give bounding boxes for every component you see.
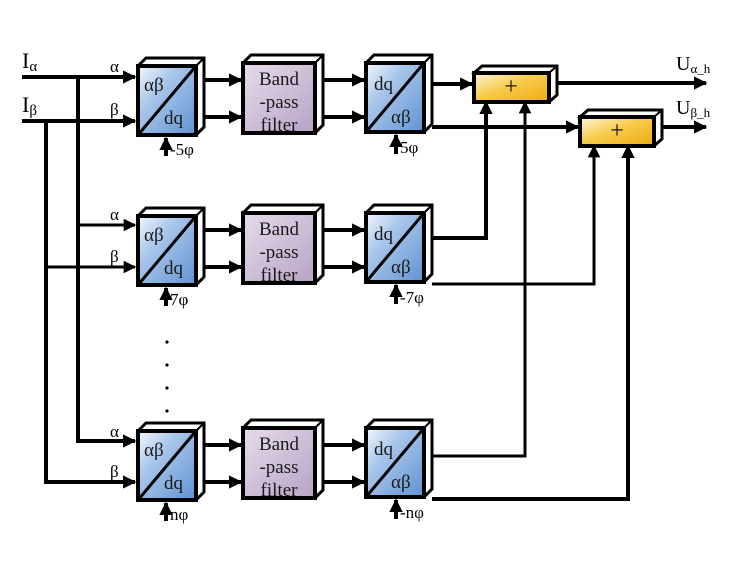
inverse-angle-label: -7φ — [400, 288, 424, 307]
plus-icon: + — [610, 118, 624, 144]
dot — [165, 386, 169, 390]
diagonal-divider — [364, 427, 426, 498]
filter-label-line1: Band — [259, 219, 300, 240]
input-wiring — [22, 70, 137, 489]
row2-alpha-to-sum — [432, 100, 493, 240]
summer-alpha-block — [472, 71, 551, 104]
filter-label-line2: -pass — [259, 92, 298, 113]
diagonal-divider — [136, 215, 198, 286]
row3-beta-to-sum — [432, 144, 635, 501]
park-top-label: αβ — [144, 440, 164, 461]
inverse-angle-label: 5φ — [400, 138, 419, 157]
filter-label-line3: filter — [261, 265, 299, 286]
bandpass-filter-block — [241, 426, 317, 500]
filter-label-line2: -pass — [259, 242, 298, 263]
park-angle-label: nφ — [170, 505, 189, 524]
plus-icon: + — [504, 74, 518, 100]
filter-label-line3: filter — [261, 480, 299, 501]
inverse-bottom-label: αβ — [391, 257, 411, 278]
summer-beta-block — [578, 115, 656, 148]
inverse-bottom-label: αβ — [391, 107, 411, 128]
diagonal-divider — [364, 212, 426, 283]
i-alpha-label: Iα — [22, 48, 37, 75]
dot — [165, 409, 169, 413]
i-beta-label: Iβ — [22, 92, 37, 119]
summer-wiring — [432, 76, 708, 501]
park-top-label: αβ — [144, 75, 164, 96]
dot — [165, 340, 169, 344]
u-alpha-label: Uα_h — [676, 53, 711, 76]
u-beta-label: Uβ_h — [676, 97, 711, 120]
row3-alpha-to-sum — [432, 100, 532, 458]
park-angle-label: 7φ — [170, 290, 189, 309]
bandpass-filter-block — [241, 61, 317, 135]
filter-label-line3: filter — [261, 115, 299, 136]
filter-label-line1: Band — [259, 434, 300, 455]
inverse-top-label: dq — [374, 439, 394, 460]
park-bottom-label: dq — [164, 108, 184, 129]
diagonal-divider — [364, 62, 426, 133]
row2-alpha-label: α — [110, 205, 119, 224]
park-bottom-label: dq — [164, 473, 184, 494]
dot — [165, 363, 169, 367]
park-bottom-label: dq — [164, 258, 184, 279]
summer-beta: + — [577, 108, 664, 148]
summer-alpha: + — [471, 64, 559, 104]
inverse-top-label: dq — [374, 74, 394, 95]
inverse-bottom-label: αβ — [391, 472, 411, 493]
diagonal-divider — [136, 65, 198, 136]
rows: αβdq-5φBand-passfilterdqαβ5φαβdq7φBand-p… — [135, 53, 434, 524]
continuation-dots — [165, 340, 169, 413]
filter-label-line1: Band — [259, 69, 300, 90]
inverse-angle-label: -nφ — [400, 503, 424, 522]
park-angle-label: -5φ — [170, 140, 194, 159]
row3-beta-label: β — [110, 462, 119, 481]
bandpass-filter-block — [241, 211, 317, 285]
row3-alpha-label: α — [110, 422, 119, 441]
diagonal-divider — [136, 430, 198, 501]
row1-beta-label: β — [110, 100, 119, 119]
inverse-top-label: dq — [374, 224, 394, 245]
row2-beta-label: β — [110, 247, 119, 266]
park-top-label: αβ — [144, 225, 164, 246]
row1-alpha-label: α — [110, 57, 119, 76]
row2-beta-to-sum — [432, 144, 601, 286]
filter-label-line2: -pass — [259, 457, 298, 478]
